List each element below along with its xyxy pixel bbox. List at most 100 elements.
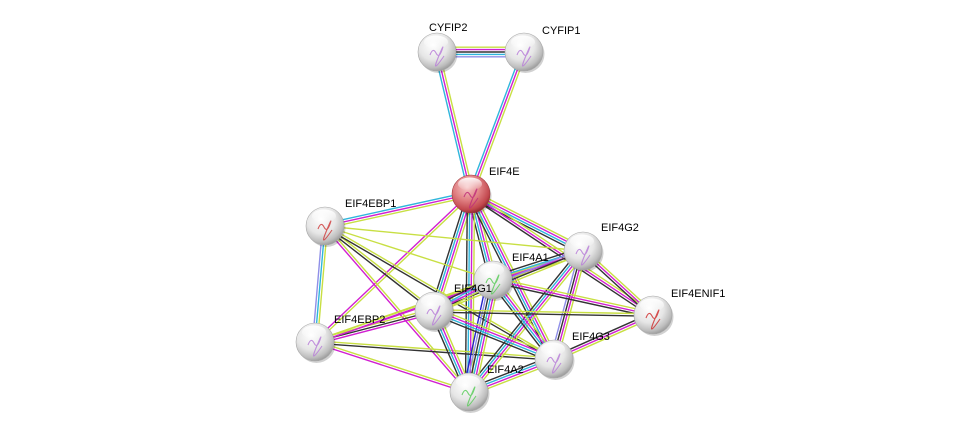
edge-line-experiments	[492, 279, 654, 316]
edge-line-experiments	[470, 51, 525, 195]
node-eif4a2[interactable]: EIF4A2	[449, 364, 524, 413]
edge-line-textmining	[474, 281, 500, 394]
edge-EIF4E-EIF4G2[interactable]	[469, 190, 585, 255]
protein-structure-icon	[307, 336, 323, 357]
edge-line-experiments	[323, 226, 469, 394]
edge-EIF4EBP2-EIF4A2[interactable]	[314, 340, 470, 394]
node-eif4g1[interactable]: EIF4G1	[414, 283, 492, 332]
node-highlight	[312, 209, 336, 223]
edge-CYFIP2-EIF4E[interactable]	[433, 51, 475, 195]
node-eif4a1[interactable]: EIF4A1	[473, 252, 549, 301]
edge-line-experiments	[471, 192, 584, 251]
edge-line-experiments	[315, 251, 584, 344]
node-cyfip1[interactable]: CYFIP1	[504, 25, 581, 73]
edge-line-textmining	[324, 225, 584, 252]
node-highlight	[570, 234, 594, 248]
edge-EIF4G1-EIF4ENIF1[interactable]	[433, 309, 654, 317]
node-cyfip2[interactable]: CYFIP2	[417, 22, 468, 73]
edge-line-textmining	[315, 340, 555, 359]
edge-line-databases	[314, 225, 326, 343]
edge-EIF4E-EIF4EBP1[interactable]	[324, 190, 472, 230]
edge-line-textmining	[324, 225, 494, 281]
protein-structure-icon	[426, 305, 442, 326]
edge-line-experiments	[315, 312, 435, 345]
node-eif4ebp1[interactable]: EIF4EBP1	[305, 198, 396, 247]
edges-layer	[311, 46, 656, 397]
edge-line-coexpression	[432, 313, 553, 363]
edge-CYFIP1-EIF4E[interactable]	[468, 50, 527, 196]
edge-EIF4EBP1-EIF4G1[interactable]	[323, 224, 436, 313]
edge-line-textmining	[325, 195, 472, 230]
edge-line-coexpression	[465, 248, 581, 391]
protein-structure-icon	[575, 245, 591, 266]
edge-EIF4EBP1-EIF4G2[interactable]	[324, 225, 584, 252]
node-highlight	[424, 35, 448, 49]
edge-line-experiments	[436, 51, 472, 195]
node-eif4g3[interactable]: EIF4G3	[534, 331, 610, 380]
node-label: CYFIP2	[429, 22, 468, 34]
edge-line-databases	[470, 194, 583, 253]
edge-line-textmining	[435, 307, 556, 357]
node-highlight	[421, 294, 445, 308]
node-highlight	[541, 342, 565, 356]
edge-EIF4G1-EIF4G3[interactable]	[432, 307, 556, 363]
edge-line-homology	[311, 225, 324, 342]
edge-line-databases	[433, 52, 470, 195]
node-label: EIF4A1	[512, 252, 549, 264]
edge-line-experiments	[434, 309, 555, 359]
edge-line-coexpression	[314, 342, 554, 361]
edge-EIF4EBP2-EIF4G2[interactable]	[314, 249, 584, 344]
node-eif4enif1[interactable]: EIF4ENIF1	[633, 288, 725, 336]
edge-line-homology	[464, 279, 491, 392]
edge-line-textmining	[472, 52, 527, 196]
node-label: EIF4EBP2	[334, 314, 385, 326]
protein-structure-icon	[516, 46, 532, 67]
protein-structure-icon	[461, 386, 477, 407]
edge-EIF4EBP1-EIF4A2[interactable]	[323, 224, 471, 394]
node-highlight	[640, 298, 664, 312]
edge-line-coexpression	[492, 281, 653, 319]
edge-line-textmining	[316, 226, 329, 343]
edge-line-databases	[467, 249, 583, 392]
edge-line-textmining	[315, 194, 473, 344]
edge-line-textmining	[325, 224, 471, 392]
edge-line-textmining	[314, 249, 583, 342]
node-eif4g2[interactable]: EIF4G2	[563, 222, 639, 272]
edge-line-neighborhood	[462, 278, 488, 391]
protein-structure-icon	[645, 309, 661, 330]
node-label: EIF4G2	[601, 222, 639, 234]
edge-line-textmining	[472, 190, 585, 249]
node-eif4e[interactable]: EIF4E	[451, 166, 520, 215]
node-eif4ebp2[interactable]: EIF4EBP2	[295, 314, 385, 363]
edge-line-databases	[467, 193, 471, 392]
edge-line-coexpression	[429, 192, 469, 311]
edge-line-textmining	[493, 276, 654, 314]
edge-line-databases	[433, 311, 554, 361]
edge-line-databases	[324, 190, 471, 225]
edge-EIF4EBP1-EIF4EBP2[interactable]	[311, 225, 329, 343]
node-label: EIF4ENIF1	[671, 288, 725, 300]
node-label: EIF4EBP1	[345, 198, 396, 210]
edge-line-experiments	[324, 193, 472, 227]
node-label: EIF4E	[489, 166, 520, 178]
edge-line-textmining	[315, 340, 470, 392]
edge-line-coexpression	[323, 226, 434, 313]
edge-line-experiments	[471, 280, 498, 393]
node-label: CYFIP1	[542, 25, 581, 37]
node-highlight	[302, 325, 326, 339]
node-label: EIF4G3	[572, 331, 610, 343]
node-label: EIF4A2	[487, 364, 524, 376]
node-highlight	[458, 177, 482, 191]
edge-line-experiments	[314, 342, 469, 394]
edge-EIF4EBP1-EIF4A1[interactable]	[324, 225, 494, 281]
edge-line-coexpression	[433, 311, 653, 317]
protein-structure-icon	[429, 46, 445, 67]
node-highlight	[456, 375, 480, 389]
edge-line-databases	[468, 50, 523, 194]
edge-line-coexpression	[469, 196, 582, 255]
edge-line-textmining	[434, 309, 654, 315]
edge-EIF4A1-EIF4ENIF1[interactable]	[492, 276, 654, 319]
edge-EIF4EBP2-EIF4G3[interactable]	[314, 340, 555, 361]
